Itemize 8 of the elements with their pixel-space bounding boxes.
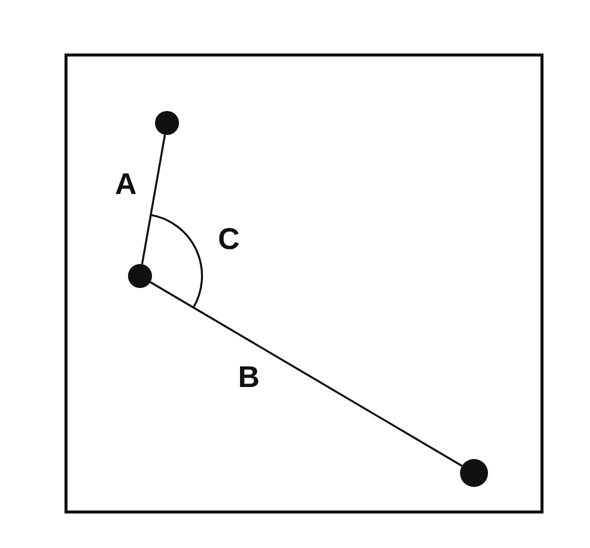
point-dot (460, 459, 488, 487)
point-dot (128, 264, 152, 288)
angle-label: C (218, 225, 240, 255)
edge-label: A (115, 170, 137, 200)
line-segment (141, 134, 166, 264)
edge-label: B (238, 363, 260, 393)
point-dot (155, 111, 179, 135)
line-segment (150, 281, 462, 467)
